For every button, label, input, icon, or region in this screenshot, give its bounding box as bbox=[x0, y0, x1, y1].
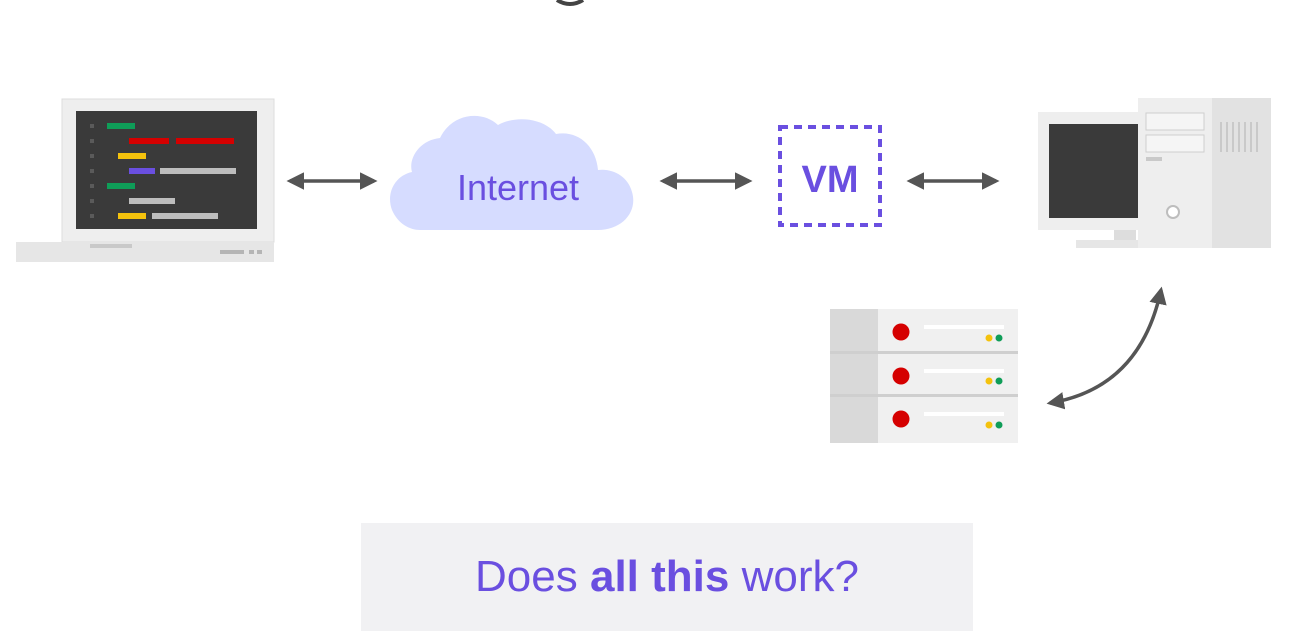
vm-box: VM bbox=[778, 125, 882, 227]
vm-label: VM bbox=[802, 159, 859, 201]
caption-part-2: all this bbox=[589, 552, 730, 601]
arrow-server-desktop bbox=[1046, 286, 1167, 410]
server-rack-icon bbox=[830, 309, 1018, 443]
internet-label: Internet bbox=[457, 167, 579, 208]
desktop-computer-icon bbox=[1038, 98, 1271, 248]
title-fragment bbox=[555, 0, 585, 6]
caption-part-3: work? bbox=[729, 552, 859, 601]
internet-cloud: Internet bbox=[390, 115, 634, 230]
laptop-with-code-icon bbox=[16, 98, 275, 262]
caption-text: Does all this work? bbox=[475, 552, 859, 602]
caption-box: Does all this work? bbox=[361, 523, 973, 631]
caption-part-1: Does bbox=[475, 552, 590, 601]
